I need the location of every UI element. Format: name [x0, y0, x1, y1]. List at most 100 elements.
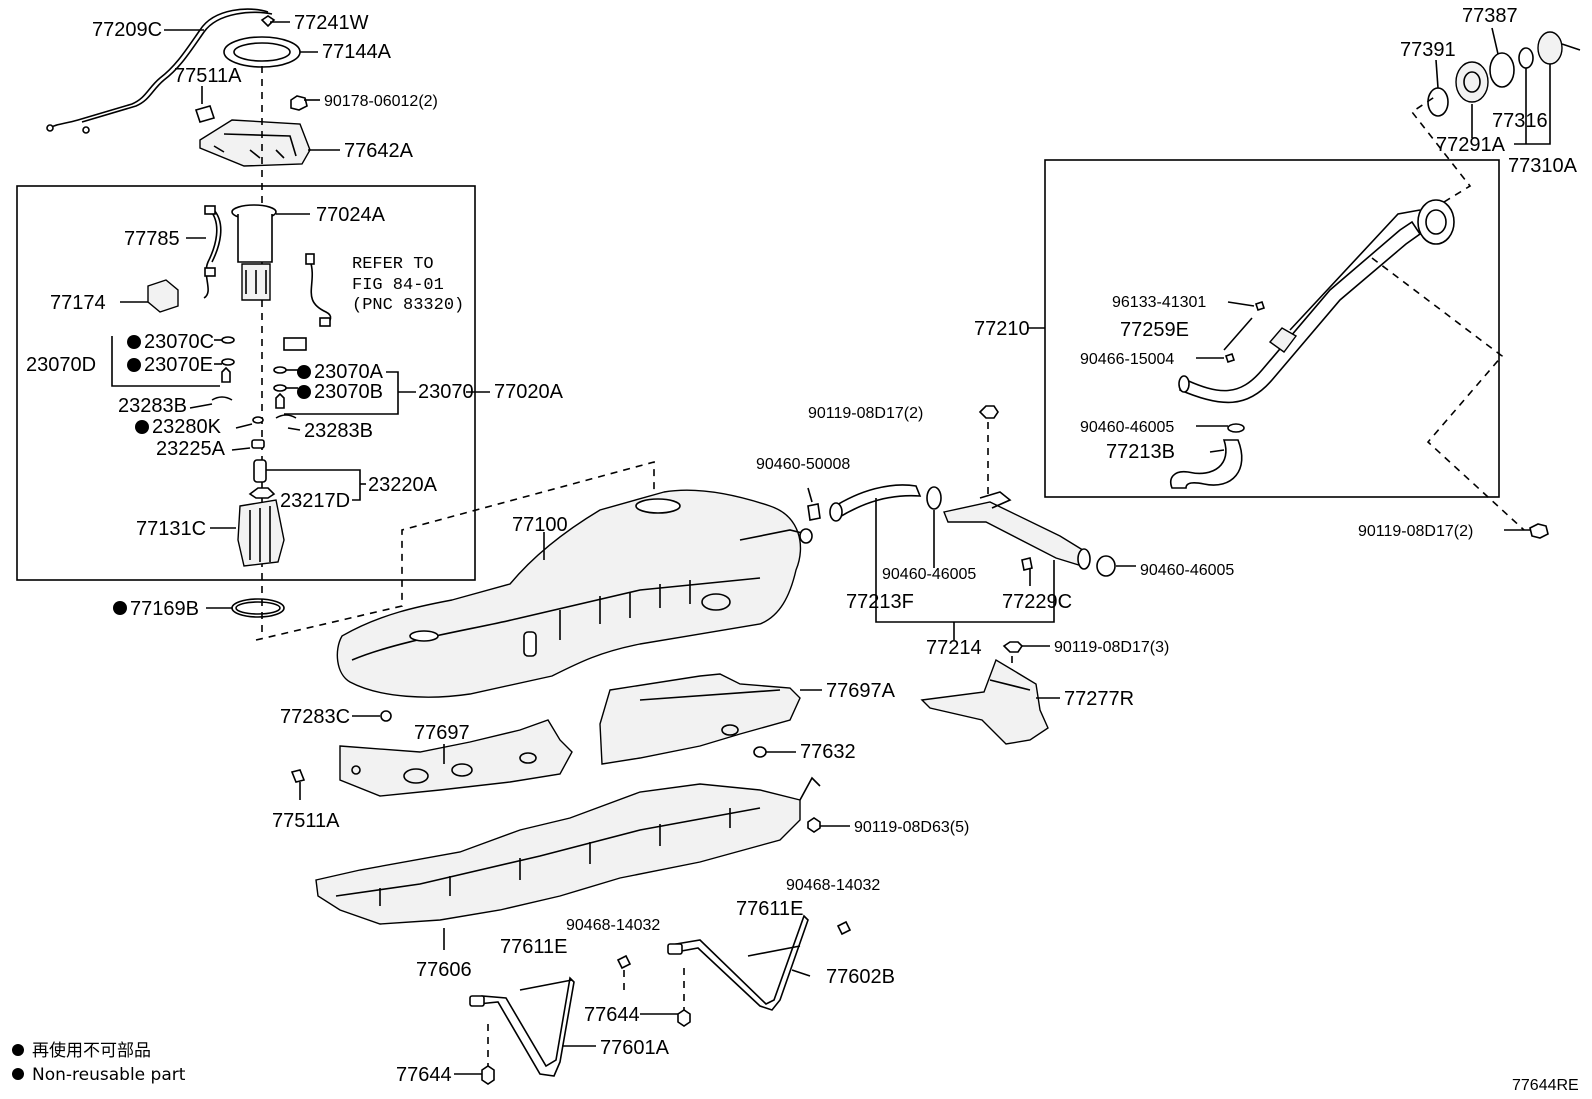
bolt-90119-08D17-mid	[978, 405, 999, 419]
figure-id: 77644RE	[1512, 1077, 1579, 1094]
clip-77241W	[260, 15, 276, 28]
refer-line-1: REFER TO	[352, 255, 434, 274]
cap-77291A	[1455, 61, 1489, 103]
label-77241W: 77241W	[294, 12, 369, 34]
bolt-77644-mid	[677, 1009, 691, 1027]
clamp-90460-46005-box	[1227, 423, 1245, 433]
clip-23283B-left	[211, 396, 233, 401]
label-90466-15004: 90466-15004	[1080, 351, 1174, 368]
label-90119-08D17-mid: 90119-08D17(2)	[808, 405, 923, 422]
label-90119-08D17-3: 90119-08D17(3)	[1054, 639, 1169, 656]
legend-dot-1	[12, 1044, 24, 1056]
label-90460-46005-left: 90460-46005	[882, 566, 976, 583]
label-90460-46005-right: 90460-46005	[1140, 562, 1234, 579]
label-90460-46005-box: 90460-46005	[1080, 419, 1174, 436]
non-reusable-markers	[113, 335, 311, 615]
clip-23070D	[221, 366, 231, 383]
label-77511A-bottom: 77511A	[272, 810, 340, 832]
cap-77310A	[1537, 31, 1581, 65]
label-96133-41301: 96133-41301	[1112, 294, 1206, 311]
label-77214: 77214	[926, 637, 982, 659]
fuel-tank-77100	[336, 489, 813, 698]
label-23220A: 23220A	[368, 474, 438, 496]
legend-english: Non-reusable part	[32, 1065, 186, 1085]
label-77213B: 77213B	[1106, 441, 1175, 463]
filler-pipe-77210	[1178, 199, 1455, 404]
label-77601A: 77601A	[600, 1037, 670, 1059]
label-77644-bottom: 77644	[396, 1064, 452, 1086]
label-90468-14032-right: 90468-14032	[786, 877, 880, 894]
bolt-77611E-right	[747, 945, 801, 957]
label-77316: 77316	[1492, 110, 1548, 132]
clip-23070B	[275, 392, 285, 409]
plug-77632	[753, 746, 767, 758]
clip-23283B-right	[275, 414, 297, 419]
clamp-90460-50008	[807, 503, 821, 521]
label-77387: 77387	[1462, 5, 1518, 27]
label-90178-06012: 90178-06012(2)	[324, 93, 438, 110]
gasket-77391	[1427, 87, 1449, 117]
clamp-90460-46005-right	[1096, 555, 1116, 577]
clip-96133	[1254, 300, 1266, 312]
label-77785: 77785	[124, 228, 180, 250]
bolt-77611E-left	[519, 979, 573, 991]
leader-lines	[111, 21, 1551, 1075]
bracket-77174	[147, 279, 179, 313]
refer-line-2: FIG 84-01	[352, 276, 444, 295]
label-77020A: 77020A	[494, 381, 564, 403]
label-23070C: 23070C	[144, 331, 214, 353]
label-23280K: 23280K	[152, 416, 222, 438]
legend: 再使用不可部品 Non-reusable part	[12, 1040, 186, 1085]
clip-77229C	[1021, 557, 1033, 571]
label-90119-08D63: 90119-08D63(5)	[854, 819, 969, 836]
wire-harness-77785	[203, 209, 218, 299]
retainer-ring-part	[223, 36, 301, 68]
legend-japanese: 再使用不可部品	[32, 1040, 151, 1061]
label-23283B-left: 23283B	[118, 395, 187, 417]
bolt-77644-bottom	[481, 1065, 495, 1085]
label-77277R: 77277R	[1064, 688, 1134, 710]
protector-plate-77606	[315, 776, 821, 925]
fuel-pump-group-box	[16, 185, 476, 581]
label-77291A: 77291A	[1436, 134, 1506, 156]
label-23070D: 23070D	[26, 354, 96, 376]
hose-77213F	[829, 484, 922, 522]
label-77611E-left: 77611E	[500, 936, 567, 958]
oring-77387	[1489, 52, 1515, 88]
clip-90468-right	[836, 920, 852, 936]
clip-90468-left	[616, 954, 632, 970]
label-77632: 77632	[800, 741, 856, 763]
label-77210: 77210	[974, 318, 1030, 340]
label-77611E-right: 77611E	[736, 898, 803, 920]
label-77606: 77606	[416, 959, 472, 981]
protector-77697	[339, 719, 573, 797]
label-77511A-top: 77511A	[174, 65, 242, 87]
protector-77697A	[599, 673, 801, 765]
label-77213F: 77213F	[846, 591, 914, 613]
label-77697: 77697	[414, 722, 470, 744]
refer-line-3: (PNC 83320)	[352, 296, 464, 315]
label-77174: 77174	[50, 292, 106, 314]
label-23070E: 23070E	[144, 354, 213, 376]
clamp-90466	[1224, 352, 1236, 364]
holder-23217D	[248, 487, 276, 499]
gasket-77511A-top	[194, 105, 216, 123]
seal-23070B	[273, 384, 287, 392]
label-77144A: 77144A	[322, 41, 392, 63]
clamp-90460-46005-left	[926, 486, 942, 510]
bolt-90119-08D63	[807, 817, 821, 833]
label-77209C: 77209C	[92, 19, 162, 41]
label-23217D: 23217D	[280, 490, 350, 512]
label-77169B: 77169B	[130, 598, 199, 620]
strap-77601A	[469, 976, 575, 1077]
bolt-90119-08D17-3	[1002, 641, 1024, 653]
label-77024A: 77024A	[316, 204, 386, 226]
legend-dot-2	[12, 1068, 24, 1080]
box-bolt-dash	[1371, 257, 1525, 531]
seal-23070A	[273, 366, 287, 374]
label-23070A: 23070A	[314, 361, 384, 383]
bolt-90119-08D17-right	[1529, 523, 1549, 539]
label-77642A: 77642A	[344, 140, 414, 162]
label-90468-14032-left: 90468-14032	[566, 917, 660, 934]
